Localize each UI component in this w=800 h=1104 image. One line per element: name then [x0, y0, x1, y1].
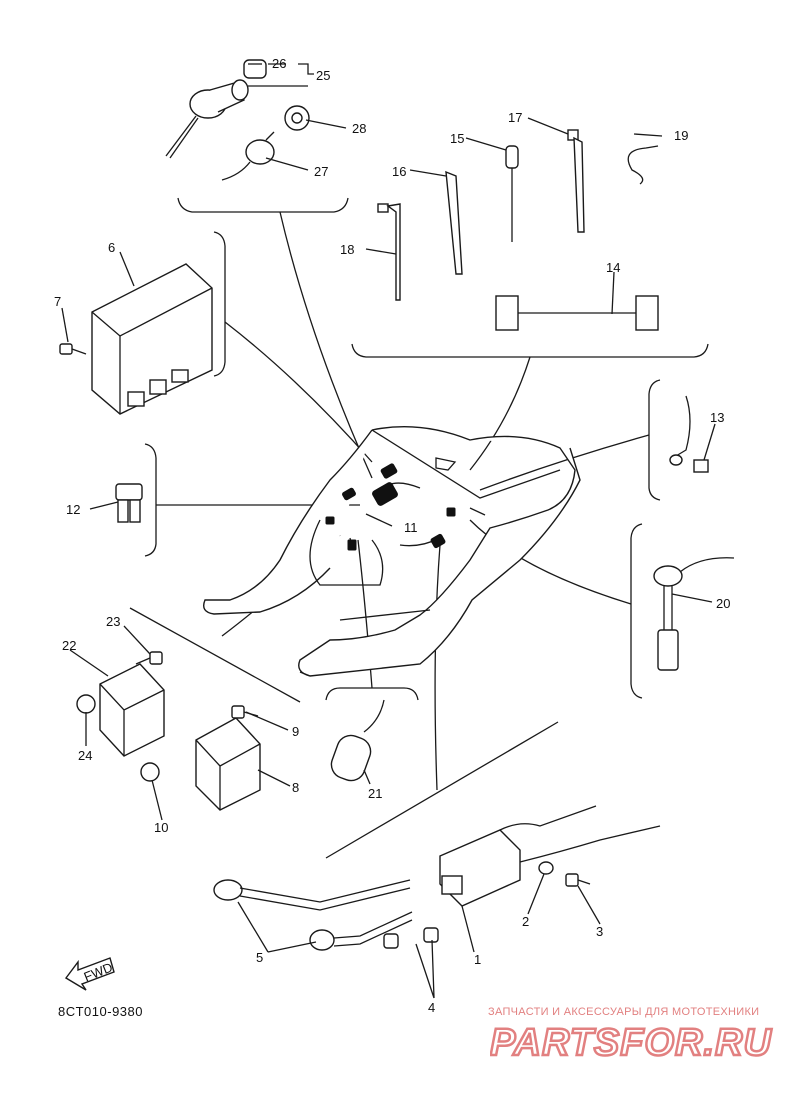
ignition-coil-part: [439, 805, 661, 907]
callout-11: 11: [404, 520, 418, 535]
callout-19: 19: [674, 128, 688, 143]
connector-14-part: [495, 295, 659, 331]
callout-5: 5: [256, 950, 263, 965]
bolt-3-part: [565, 873, 591, 887]
bolt-23-part: [135, 651, 163, 665]
watermark-tagline: ЗАПЧАСТИ И АКСЕССУАРЫ ДЛЯ МОТОТЕХНИКИ: [488, 1006, 760, 1018]
harness-connectors: [325, 463, 456, 551]
callout-8: 8: [292, 780, 299, 795]
clip-part: [627, 145, 659, 185]
bolt-9-part: [231, 705, 259, 719]
cdi-unit-part: [195, 717, 261, 811]
callout-18: 18: [340, 242, 354, 257]
callout-16: 16: [392, 164, 406, 179]
small-switch-part: [221, 131, 275, 181]
callout-1: 1: [474, 952, 481, 967]
relay-part: [115, 483, 143, 523]
callout-25: 25: [316, 68, 330, 83]
callout-24: 24: [78, 748, 92, 763]
group-brackets: [129, 197, 709, 859]
leader-lines: [156, 211, 650, 791]
bolt-7-part: [59, 343, 87, 355]
regulator-part: [99, 663, 165, 757]
callout-28: 28: [352, 121, 366, 136]
callout-27: 27: [314, 164, 328, 179]
callout-leaders: [61, 63, 716, 999]
callout-labels: 26 25 28 27 6 7 12 16 17 15 19 18 14 13 …: [54, 56, 730, 1015]
diagram-code: 8CT010-9380: [58, 1004, 143, 1019]
nut-part: [284, 105, 310, 131]
nut-10-part: [140, 762, 160, 782]
washer-2-part: [538, 861, 554, 875]
callout-22: 22: [62, 638, 76, 653]
callout-4: 4: [428, 1000, 435, 1015]
clamps-part: [377, 129, 585, 301]
sensor-20-part: [653, 557, 735, 671]
callout-26: 26: [272, 56, 286, 71]
callout-14: 14: [606, 260, 620, 275]
callout-20: 20: [716, 596, 730, 611]
fwd-label: FWD: [82, 959, 115, 984]
fwd-arrow-icon: FWD: [64, 957, 115, 991]
callout-3: 3: [596, 924, 603, 939]
plug-caps-part: [213, 879, 413, 951]
callout-13: 13: [710, 410, 724, 425]
nut-24-part: [76, 694, 96, 714]
callout-2: 2: [522, 914, 529, 929]
callout-23: 23: [106, 614, 120, 629]
callout-7: 7: [54, 294, 61, 309]
callout-12: 12: [66, 502, 80, 517]
condenser-part: [330, 699, 385, 782]
callout-15: 15: [450, 131, 464, 146]
callout-17: 17: [508, 110, 522, 125]
frame-outline: [202, 425, 581, 677]
clamps-4-part: [383, 927, 439, 949]
ground-cable-part: [669, 395, 709, 473]
watermark-logo: PARTSFOR.RU: [490, 1021, 773, 1063]
callout-10: 10: [154, 820, 168, 835]
callout-9: 9: [292, 724, 299, 739]
callout-21: 21: [368, 786, 382, 801]
svg-text:PARTSFOR.RU: PARTSFOR.RU: [490, 1022, 772, 1063]
ecu-box-part: [91, 263, 213, 415]
callout-6: 6: [108, 240, 115, 255]
